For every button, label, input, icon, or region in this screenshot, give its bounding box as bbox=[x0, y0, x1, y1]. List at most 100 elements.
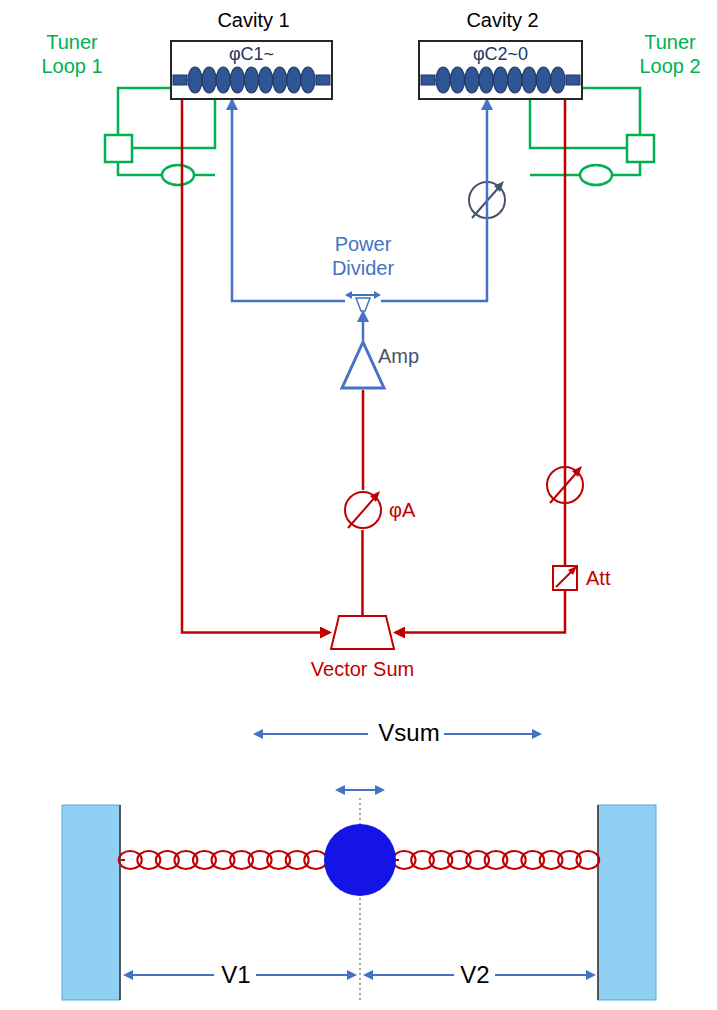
dimension-arrow bbox=[495, 974, 594, 976]
signal-line bbox=[362, 390, 365, 490]
signal-line bbox=[564, 100, 567, 565]
spring-coil bbox=[174, 851, 197, 869]
signal-line bbox=[395, 591, 565, 633]
spring-coil bbox=[304, 851, 327, 869]
signal-line bbox=[232, 100, 345, 301]
spring-coil bbox=[576, 851, 599, 869]
beam-pipe bbox=[173, 75, 187, 85]
spring-coil bbox=[156, 851, 179, 869]
dimension-arrow bbox=[125, 974, 214, 976]
phase-label: φC2~0 bbox=[420, 44, 581, 66]
spring-analogy bbox=[62, 734, 656, 1000]
cavity-box: Cavity 2φC2~0 bbox=[418, 40, 583, 100]
tuner-wire bbox=[118, 88, 170, 135]
signal-line bbox=[381, 100, 487, 301]
spring-end bbox=[121, 859, 125, 861]
cavity-cells bbox=[421, 67, 580, 93]
cavity-cell bbox=[216, 67, 230, 93]
attenuator-arrowhead bbox=[568, 566, 577, 575]
wall-edge bbox=[119, 805, 121, 1000]
voltage-label: V2 bbox=[457, 961, 493, 990]
cavity-cell bbox=[493, 67, 507, 93]
tuner-wire bbox=[530, 100, 627, 148]
divider-arrowhead bbox=[345, 291, 352, 299]
cavity-cell bbox=[287, 67, 301, 93]
spring-coil bbox=[212, 851, 235, 869]
voltage-label: Vsum bbox=[376, 719, 442, 748]
divider-bar bbox=[351, 294, 375, 296]
spring-coil bbox=[286, 851, 309, 869]
cavity-cell bbox=[536, 67, 550, 93]
node-outline bbox=[343, 490, 383, 530]
tuner-loop bbox=[105, 88, 215, 185]
tuner-wire bbox=[132, 100, 215, 148]
vector-sum-trapezoid bbox=[331, 616, 394, 649]
phase-label: φA bbox=[389, 498, 439, 522]
tuner-controller bbox=[627, 135, 654, 162]
tuner-motor bbox=[162, 165, 194, 185]
attenuator-box bbox=[553, 566, 577, 590]
cavity-cell bbox=[301, 67, 315, 93]
amplifier: Amp bbox=[340, 340, 386, 390]
power-divider: Power Divider bbox=[345, 290, 381, 312]
cavity-cell bbox=[479, 67, 493, 93]
cavity-name: Cavity 2 bbox=[420, 8, 585, 32]
vector-sum: Vector Sum bbox=[330, 615, 395, 650]
cavity-cell bbox=[465, 67, 479, 93]
mass-ball bbox=[324, 824, 396, 896]
tuner-label: Tuner Loop 2 bbox=[628, 30, 712, 78]
cavity-cell bbox=[508, 67, 522, 93]
beam-pipe bbox=[421, 75, 435, 85]
wall-edge bbox=[597, 805, 599, 1000]
tuner-wire bbox=[118, 162, 162, 175]
tuner-wire bbox=[194, 174, 215, 177]
phase-shifter-circle bbox=[345, 492, 381, 528]
tuner-wire bbox=[530, 174, 580, 177]
phase-shifter-arrowhead bbox=[494, 181, 504, 192]
cavity-box: Cavity 1φC1~ bbox=[170, 40, 333, 100]
tuner-wire bbox=[583, 88, 640, 135]
spring-coil bbox=[249, 851, 272, 869]
cavity-cell bbox=[450, 67, 464, 93]
tuner-controller bbox=[105, 135, 132, 162]
cavity-cells bbox=[173, 67, 330, 93]
vector-sum-label: Vector Sum bbox=[280, 657, 445, 681]
signal-line bbox=[182, 100, 330, 633]
cavity-cell bbox=[202, 67, 216, 93]
node-outline bbox=[345, 290, 381, 312]
wall bbox=[598, 805, 656, 1000]
dimension-arrow bbox=[444, 733, 540, 735]
dimension-arrow bbox=[365, 974, 454, 976]
signal-line bbox=[362, 312, 365, 340]
beam-pipe bbox=[316, 75, 330, 85]
attenuator: Att bbox=[552, 565, 578, 591]
beam-pipe bbox=[566, 75, 580, 85]
cavity-cell bbox=[436, 67, 450, 93]
cavity-cell bbox=[522, 67, 536, 93]
dimension-arrow bbox=[255, 733, 368, 735]
tuner-loop bbox=[530, 88, 654, 185]
spring-coil bbox=[193, 851, 216, 869]
spring-coil bbox=[267, 851, 290, 869]
amplifier-triangle bbox=[342, 342, 384, 388]
spring-coil bbox=[137, 851, 160, 869]
phase-label: φC1~ bbox=[172, 44, 331, 66]
tuner-motor bbox=[580, 165, 612, 185]
cavity-cell bbox=[230, 67, 244, 93]
voltage-label: V1 bbox=[218, 961, 254, 990]
divider-body bbox=[356, 298, 370, 311]
amp-label: Amp bbox=[378, 344, 438, 368]
attenuator-arrow bbox=[556, 570, 573, 587]
divider-arrowhead bbox=[374, 291, 381, 299]
phase-shifter-arrow bbox=[348, 496, 376, 528]
spring-coil bbox=[230, 851, 253, 869]
node-outline bbox=[552, 565, 578, 591]
signal-line bbox=[361, 530, 364, 615]
spring-coil bbox=[119, 851, 142, 869]
dimension-arrow bbox=[256, 974, 355, 976]
cavity-cell bbox=[188, 67, 202, 93]
wall bbox=[62, 805, 120, 1000]
att-label: Att bbox=[586, 566, 636, 590]
